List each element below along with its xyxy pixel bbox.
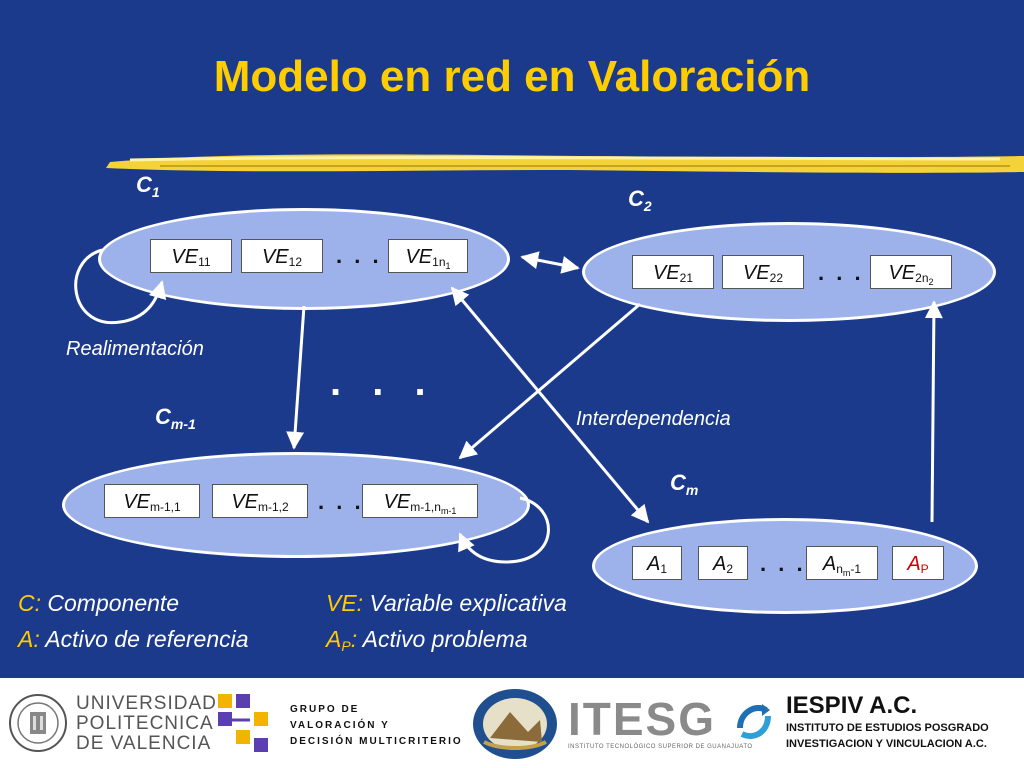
feedback-label: Realimentación <box>66 338 204 360</box>
asset-box: A1 <box>632 546 682 580</box>
feedback-loop-arrow-cm1 <box>458 496 550 564</box>
brush-stroke-divider <box>106 154 1024 173</box>
variable-box: VE21 <box>632 255 714 289</box>
slide: Modelo en red en Valoración C1 C2 Cm-1 C… <box>18 52 1024 654</box>
ellipsis: . . . <box>336 243 382 268</box>
itesg-subtitle: INSTITUTO TECNOLÓGICO SUPERIOR DE GUANAJ… <box>568 744 753 750</box>
component-label-c1: C1 <box>136 172 160 200</box>
problem-asset-box: AP <box>892 546 944 580</box>
upv-seal-icon <box>9 694 67 752</box>
more-components-ellipsis: . . . <box>330 360 436 404</box>
variable-box: VE22 <box>722 255 804 289</box>
grupo-valoracion-icon <box>218 694 268 752</box>
footer-logo-bar: UNIVERSIDAD POLITECNICA DE VALENCIA GRUP… <box>0 678 1024 768</box>
c1-cm1-arrow <box>286 305 306 450</box>
iespiv-recycle-icon <box>737 704 771 739</box>
c1-cm-arrow <box>450 286 650 524</box>
asset-box: A2 <box>698 546 748 580</box>
variable-box: VEm-1,1 <box>104 484 200 518</box>
slide-title: Modelo en red en Valoración <box>213 52 811 101</box>
c1-c2-arrow <box>520 251 580 274</box>
iespiv-line1: INSTITUTO DE ESTUDIOS POSGRADO <box>786 722 989 734</box>
variable-box: VEm-1,2 <box>212 484 308 518</box>
component-label-cm: Cm <box>670 470 699 498</box>
interdependence-label: Interdependencia <box>576 408 731 430</box>
ellipsis: . . . <box>818 260 864 285</box>
iespiv-line2: INVESTIGACION Y VINCULACION A.C. <box>786 738 987 750</box>
relationship-arrows <box>74 248 943 564</box>
asset-box: Anm-1 <box>806 546 878 580</box>
legend-component: C: Componente <box>18 590 180 616</box>
variable-box: VE1n1 <box>388 239 468 273</box>
itesg-seal-icon <box>473 689 557 759</box>
variable-box: VE12 <box>241 239 323 273</box>
upv-logo-text: UNIVERSIDAD POLITECNICA DE VALENCIA <box>76 693 217 754</box>
ellipsis: . . . <box>760 551 806 576</box>
itesg-logo-text: ITESG <box>568 693 717 745</box>
legend-asset: A: Activo de referencia <box>18 626 249 652</box>
grupo-valoracion-text: GRUPO DE VALORACIÓN Y DECISIÓN MULTICRIT… <box>290 704 463 747</box>
ellipsis: . . . <box>318 489 364 514</box>
c2-cm1-arrow <box>458 302 641 460</box>
legend-problem-asset: AP: Activo problema <box>326 626 528 654</box>
component-label-c2: C2 <box>628 186 652 214</box>
iespiv-name: IESPIV A.C. <box>786 692 918 719</box>
feedback-loop-arrow-c1 <box>74 248 167 325</box>
legend-variable: VE: Variable explicativa <box>326 590 567 616</box>
variable-box: VE11 <box>150 239 232 273</box>
cm-c2-arrow <box>924 300 943 523</box>
component-label-cm1: Cm-1 <box>155 404 196 432</box>
variable-box: VE2n2 <box>870 255 952 289</box>
